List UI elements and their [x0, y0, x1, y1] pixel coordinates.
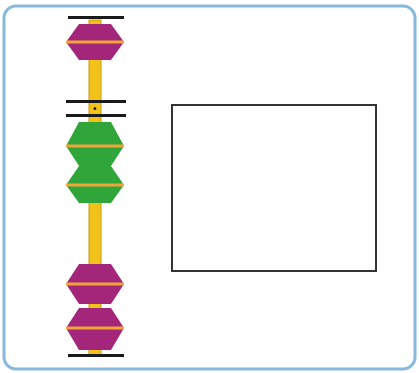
rod-top-cap	[68, 16, 124, 19]
answer-box[interactable]	[171, 104, 377, 272]
reckoning-bar-dot: •	[92, 104, 98, 115]
reckoning-bar-top	[66, 100, 126, 103]
rod-bottom-cap	[68, 354, 124, 357]
